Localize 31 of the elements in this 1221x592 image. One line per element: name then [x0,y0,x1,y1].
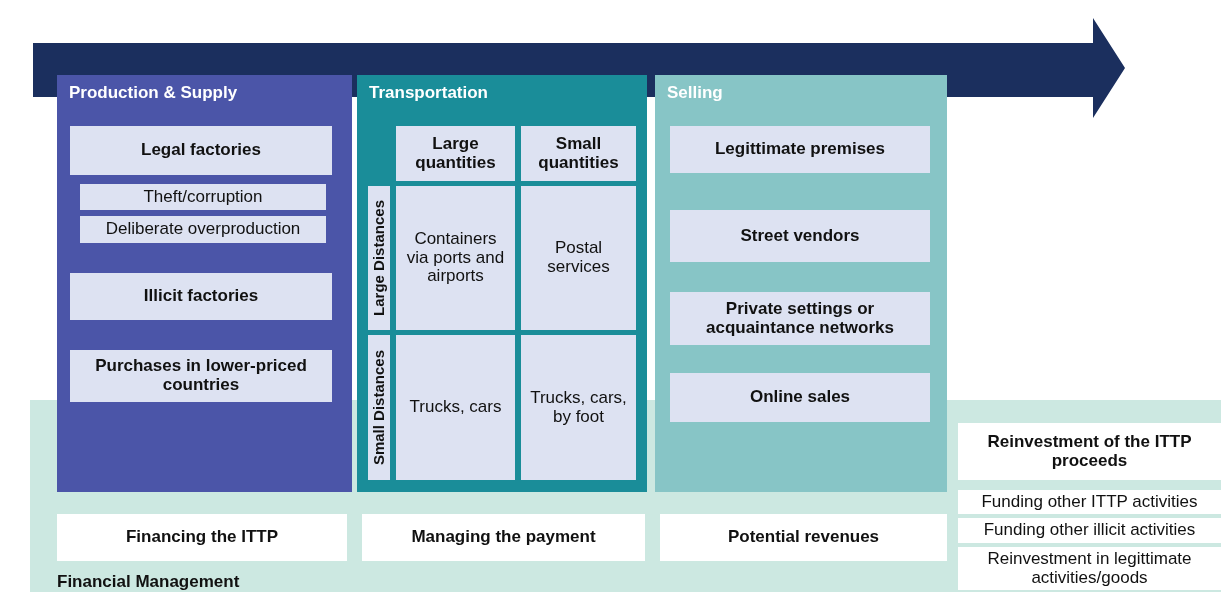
process-box: Legal factories [70,126,332,175]
stage-panel [57,75,352,492]
table-cell: Trucks, cars, by foot [521,335,636,480]
process-box: Purchases in lower-priced countries [70,350,332,402]
panel-heading: Financial Management [57,573,240,592]
process-box: Potential revenues [660,514,947,561]
process-box: Online sales [670,373,930,422]
column-header: Large quantities [396,126,515,181]
table-cell: Trucks, cars [396,335,515,480]
panel-heading: Transportation [369,84,488,103]
panel-heading: Selling [667,84,723,103]
column-header: Small quantities [521,126,636,181]
process-box: Legittimate premises [670,126,930,173]
process-box: Theft/corruption [80,184,326,210]
stage-panel [357,75,647,492]
process-box: Reinvestment of the ITTP proceeds [958,423,1221,480]
process-box: Reinvestment in legittimate activities/goods [958,547,1221,590]
table-cell: Containers via ports and airports [396,186,515,330]
process-box: Funding other ITTP activities [958,490,1221,514]
process-box: Illicit factories [70,273,332,320]
row-header: Large Distances [370,200,388,316]
process-box: Managing the payment [362,514,645,561]
process-box: Deliberate overproduction [80,216,326,243]
panel-heading: Production & Supply [69,84,238,103]
process-box: Financing the ITTP [57,514,347,561]
table-cell: Postal services [521,186,636,330]
process-box: Funding other illicit activities [958,518,1221,543]
process-box: Private settings or acquaintance networks [670,292,930,345]
process-box: Street vendors [670,210,930,262]
row-header: Small Distances [370,349,388,466]
stage-panel [655,75,947,492]
